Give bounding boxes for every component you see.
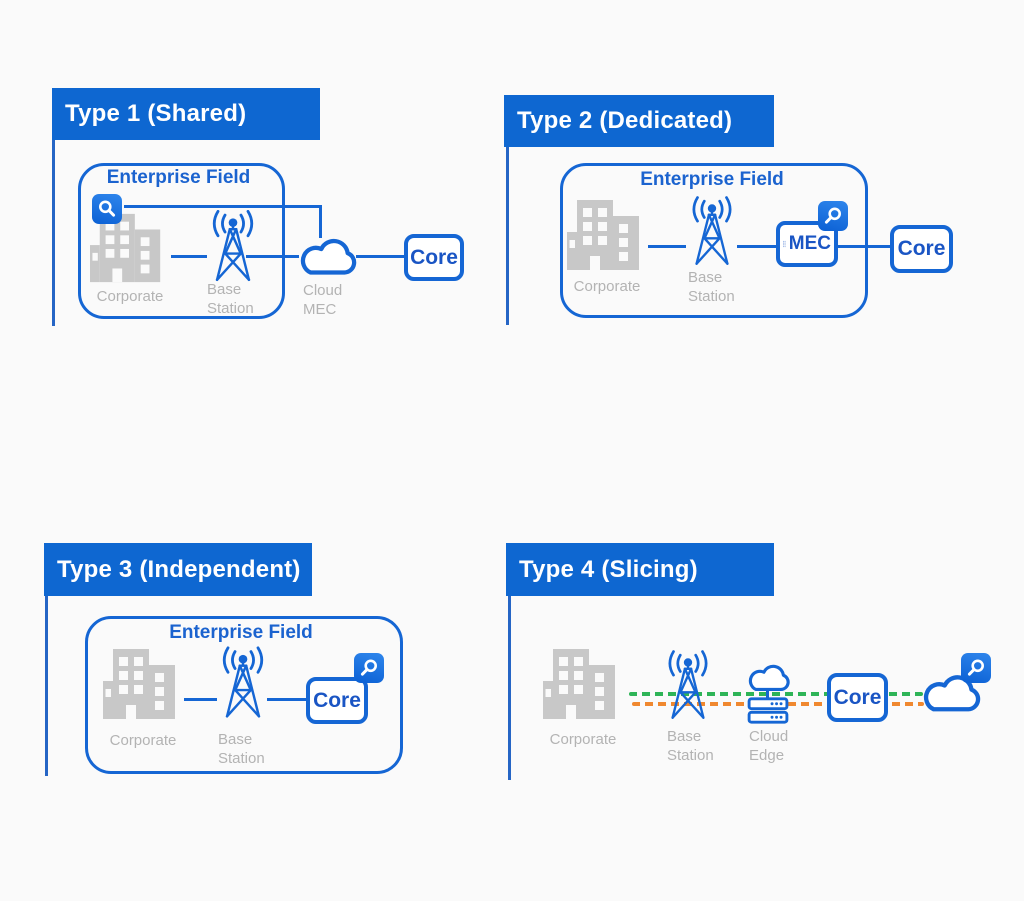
type1-drop-line [52, 140, 55, 326]
type2-enterprise-box [560, 163, 868, 318]
type2-link-corporate-basestation [648, 245, 686, 248]
type2-core-box: Core [890, 225, 953, 273]
search-icon [92, 194, 122, 224]
base-station-label: Base Station [218, 731, 265, 767]
corporate-label: Corporate [96, 288, 164, 305]
type2-enterprise-label: Enterprise Field [640, 169, 784, 190]
base-station-label: Base Station [207, 281, 254, 317]
type1-mec-link-line-down [319, 205, 322, 238]
cloud-mec-label: Cloud MEC [303, 282, 343, 318]
base-station-label: Base Station [667, 728, 714, 764]
type1-enterprise-box [78, 163, 285, 319]
type3-link-corporate-basestation [184, 698, 217, 701]
type4-title: Type 4 (Slicing) [519, 555, 698, 583]
slice-link-green [629, 692, 923, 696]
type3-drop-line [45, 596, 48, 776]
type3-title: Type 3 (Independent) [57, 555, 301, 583]
magnifier-glass-icon [964, 656, 988, 680]
cloud-icon [297, 230, 358, 277]
magnifier-glass-icon [357, 656, 381, 680]
type4-header: Type 4 (Slicing) [506, 543, 774, 596]
corporate-label: Corporate [549, 731, 617, 748]
corporate-label: Corporate [109, 732, 177, 749]
cloud-edge-label: Cloud Edge [749, 728, 789, 764]
search-icon [818, 201, 848, 231]
type1-title: Type 1 (Shared) [65, 100, 247, 127]
office-building-icon [543, 646, 623, 722]
office-building-icon [567, 199, 647, 271]
type1-core-box: Core [404, 234, 464, 281]
type2-link-basestation-mec [737, 245, 777, 248]
magnifier-glass-icon [821, 204, 845, 228]
type1-link-cloud-core [356, 255, 405, 258]
type3-enterprise-box [85, 616, 403, 774]
type1-link-corporate-basestation [171, 255, 207, 258]
type3-enterprise-label: Enterprise Field [169, 622, 313, 643]
type2-drop-line [506, 147, 509, 325]
mec-dots [783, 240, 786, 248]
type4-core-box: Core [827, 673, 888, 722]
magnifier-glass-icon [95, 197, 119, 221]
type1-link-basestation-cloud [246, 255, 299, 258]
base-station-label: Base Station [688, 269, 735, 305]
type2-header: Type 2 (Dedicated) [504, 95, 774, 147]
corporate-label: Corporate [573, 278, 641, 295]
cloud-edge-cloud-icon [746, 658, 791, 693]
type1-enterprise-label: Enterprise Field [106, 167, 251, 188]
office-building-icon [103, 647, 183, 721]
type3-core-box: Core [306, 677, 368, 724]
cell-tower-icon [213, 645, 273, 722]
cell-tower-icon [203, 210, 263, 284]
search-icon [961, 653, 991, 683]
type4-drop-line [508, 596, 511, 780]
type2-link-mec-core [838, 245, 890, 248]
type2-title: Type 2 (Dedicated) [517, 107, 733, 134]
cell-tower-icon [659, 650, 717, 722]
search-icon [354, 653, 384, 683]
type1-header: Type 1 (Shared) [52, 88, 320, 140]
type3-link-basestation-core [267, 698, 307, 701]
cloud-edge-stem [766, 690, 769, 699]
cell-tower-icon [683, 196, 741, 268]
type1-mec-link-line [124, 205, 320, 208]
type3-header: Type 3 (Independent) [44, 543, 312, 596]
edge-server-icon [747, 697, 789, 724]
